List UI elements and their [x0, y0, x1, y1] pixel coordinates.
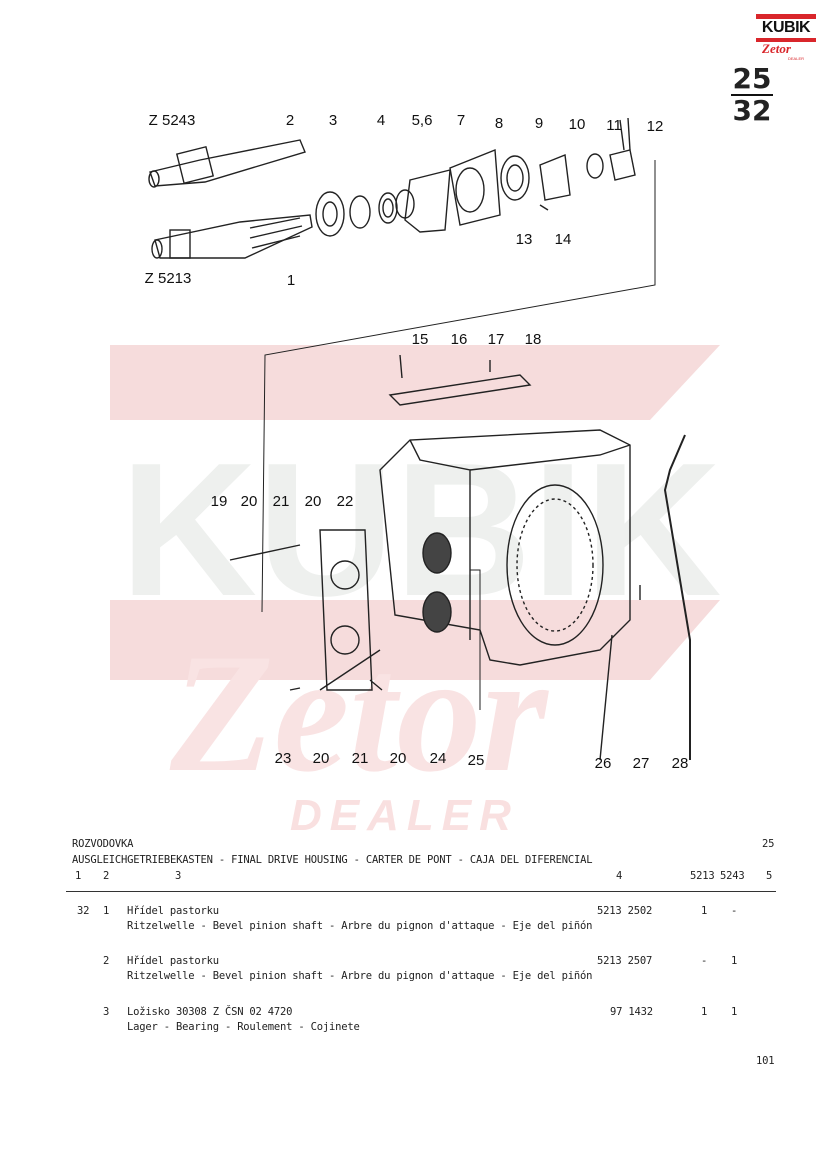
- callout-8: 8: [494, 115, 504, 132]
- watermark-brand: KUBIK: [120, 424, 722, 636]
- section-title-multilang: AUSGLEICHGETRIEBEKASTEN - FINAL DRIVE HO…: [72, 854, 593, 866]
- row-part-number: 5213 2502: [597, 905, 653, 917]
- callout-11: 11: [606, 117, 622, 134]
- callout-20: 20: [312, 750, 330, 767]
- callout-20: 20: [389, 750, 407, 767]
- callout-19: 19: [210, 493, 228, 510]
- callout-10: 10: [568, 116, 586, 133]
- callout-z5243: Z 5243: [148, 112, 196, 129]
- callout-14: 14: [554, 231, 572, 248]
- logo-tag: DEALER: [788, 56, 805, 61]
- callout-26: 26: [594, 755, 612, 772]
- section-number: 25: [762, 838, 775, 850]
- row-qty-5243: 1: [731, 1006, 738, 1018]
- page-number: 101: [756, 1055, 775, 1067]
- row-part-number: 5213 2507: [597, 955, 653, 967]
- header-col-5243: 5243: [720, 870, 745, 882]
- row-part-number: 97 1432: [610, 1006, 653, 1018]
- callout-z5213: Z 5213: [144, 270, 192, 287]
- callout-16: 16: [450, 331, 468, 348]
- header-col-5213: 5213: [690, 870, 715, 882]
- row-name: Hřídel pastorku: [127, 955, 219, 967]
- header-col-4: 4: [616, 870, 623, 882]
- row-name: Hřídel pastorku: [127, 905, 219, 917]
- callout-4: 4: [376, 112, 386, 129]
- callout-2: 2: [285, 112, 295, 129]
- callout-23: 23: [274, 750, 292, 767]
- bearing-parts: [315, 117, 636, 237]
- logo-sub: Zetor: [762, 41, 791, 56]
- callout-15: 15: [411, 331, 429, 348]
- row-qty-5213: 1: [701, 1006, 708, 1018]
- row-description: Ritzelwelle - Bevel pinion shaft - Arbre…: [127, 920, 593, 932]
- header-col-3: 3: [175, 870, 182, 882]
- callout-20: 20: [240, 493, 258, 510]
- callout-28: 28: [671, 755, 689, 772]
- row-position: 2: [103, 955, 110, 967]
- callout-27: 27: [632, 755, 650, 772]
- row-qty-5213: -: [701, 955, 708, 967]
- callout-3: 3: [328, 112, 338, 129]
- header-col-2: 2: [103, 870, 110, 882]
- callout-18: 18: [524, 331, 542, 348]
- header-rule: [66, 891, 776, 892]
- shaft-5213: [151, 214, 313, 259]
- row-figure: 32: [77, 905, 90, 917]
- callout-1: 1: [286, 272, 296, 289]
- row-qty-5243: -: [731, 905, 738, 917]
- shaft-5243: [148, 139, 306, 188]
- kubik-zetor-logo: KUBIK Zetor DEALER: [756, 14, 816, 62]
- watermark-tag: DEALER: [290, 791, 519, 840]
- callout-24: 24: [429, 750, 447, 767]
- final-drive-housing: [379, 429, 631, 710]
- row-qty-5243: 1: [731, 955, 738, 967]
- row-position: 1: [103, 905, 110, 917]
- logo-brand: KUBIK: [761, 19, 811, 36]
- group-figure-ref: 25 32: [731, 64, 773, 126]
- row-description: Lager - Bearing - Roulement - Cojinete: [127, 1021, 360, 1033]
- group-number: 25: [731, 62, 773, 96]
- row-description: Ritzelwelle - Bevel pinion shaft - Arbre…: [127, 970, 593, 982]
- callout-25: 25: [467, 752, 485, 769]
- callout-12: 12: [646, 118, 664, 135]
- callout-5-6: 5,6: [411, 112, 433, 129]
- header-col-1: 1: [75, 870, 82, 882]
- row-qty-5213: 1: [701, 905, 708, 917]
- callout-21: 21: [351, 750, 369, 767]
- figure-number: 32: [732, 94, 772, 127]
- callout-20: 20: [304, 493, 322, 510]
- callout-17: 17: [487, 331, 505, 348]
- header-col-5: 5: [766, 870, 773, 882]
- callout-9: 9: [534, 115, 544, 132]
- callout-13: 13: [515, 231, 533, 248]
- section-title-cz: ROZVODOVKA: [72, 838, 134, 850]
- callout-7: 7: [456, 112, 466, 129]
- row-name: Ložisko 30308 Z ČSN 02 4720: [127, 1006, 293, 1018]
- row-position: 3: [103, 1006, 110, 1018]
- callout-22: 22: [336, 493, 354, 510]
- callout-21: 21: [272, 493, 290, 510]
